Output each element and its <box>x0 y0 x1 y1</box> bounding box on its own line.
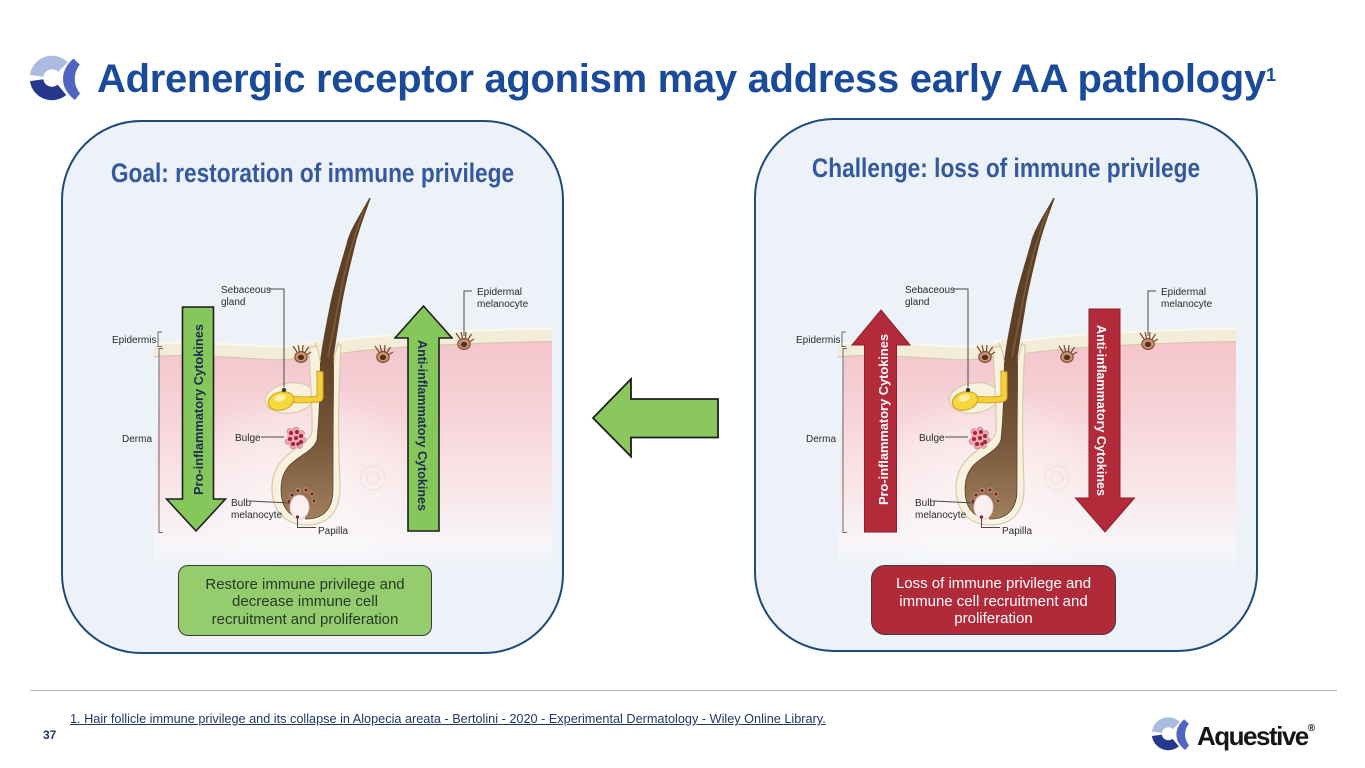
svg-text:Anti-inflammatory Cytokines: Anti-inflammatory Cytokines <box>1094 325 1109 496</box>
svg-text:Anti-inflammatory Cytokines: Anti-inflammatory Cytokines <box>415 340 430 511</box>
svg-text:Pro-inflammatory Cytokines: Pro-inflammatory Cytokines <box>191 324 206 495</box>
svg-text:Pro-inflammatory Cytokines: Pro-inflammatory Cytokines <box>876 334 891 505</box>
